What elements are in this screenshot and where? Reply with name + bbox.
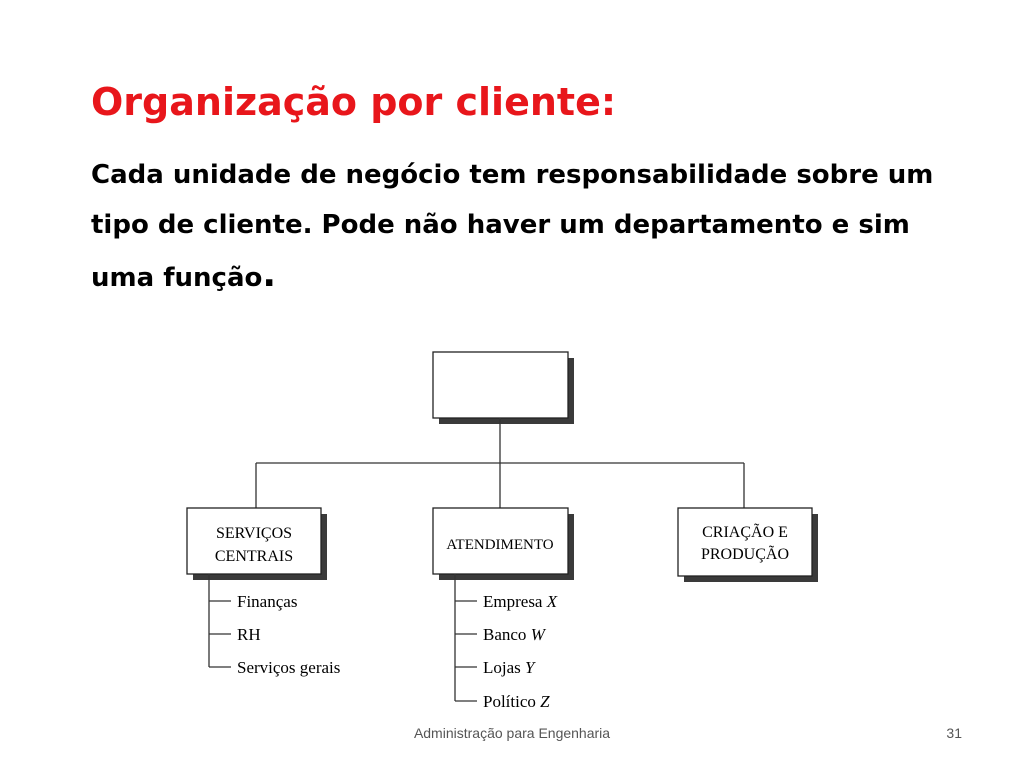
atendimento-item-lojas: Lojas Y [483,658,536,677]
dept-criacao-label-line2: PRODUÇÃO [701,545,789,563]
dept-servicos-label-line1: SERVIÇOS [216,525,292,542]
atendimento-item-banco: Banco W [483,625,547,644]
slide-body-period: . [262,254,277,295]
dept-atendimento-box [432,507,569,575]
servicos-item-financas: Finanças [237,592,297,611]
dept-servicos-label-line2: CENTRAIS [215,548,293,565]
servicos-item-servicos-gerais: Serviços gerais [237,658,340,677]
page-number: 31 [946,725,962,741]
slide-title: Organização por cliente: [91,80,617,124]
dept-atendimento-label: ATENDIMENTO [446,537,553,553]
dept-criacao-producao-box [677,507,813,577]
atendimento-item-politico: Político Z [483,692,550,711]
servicos-item-rh: RH [237,625,261,644]
footer-text: Administração para Engenharia [413,725,611,741]
dept-servicos-centrais-box [186,507,322,575]
slide-body: Cada unidade de negócio tem responsabili… [91,150,971,303]
slide-body-text: Cada unidade de negócio tem responsabili… [91,160,934,293]
dept-criacao-label-line1: CRIAÇÃO E [702,523,788,541]
atendimento-item-empresa: Empresa X [483,592,558,611]
top-box [432,351,569,419]
